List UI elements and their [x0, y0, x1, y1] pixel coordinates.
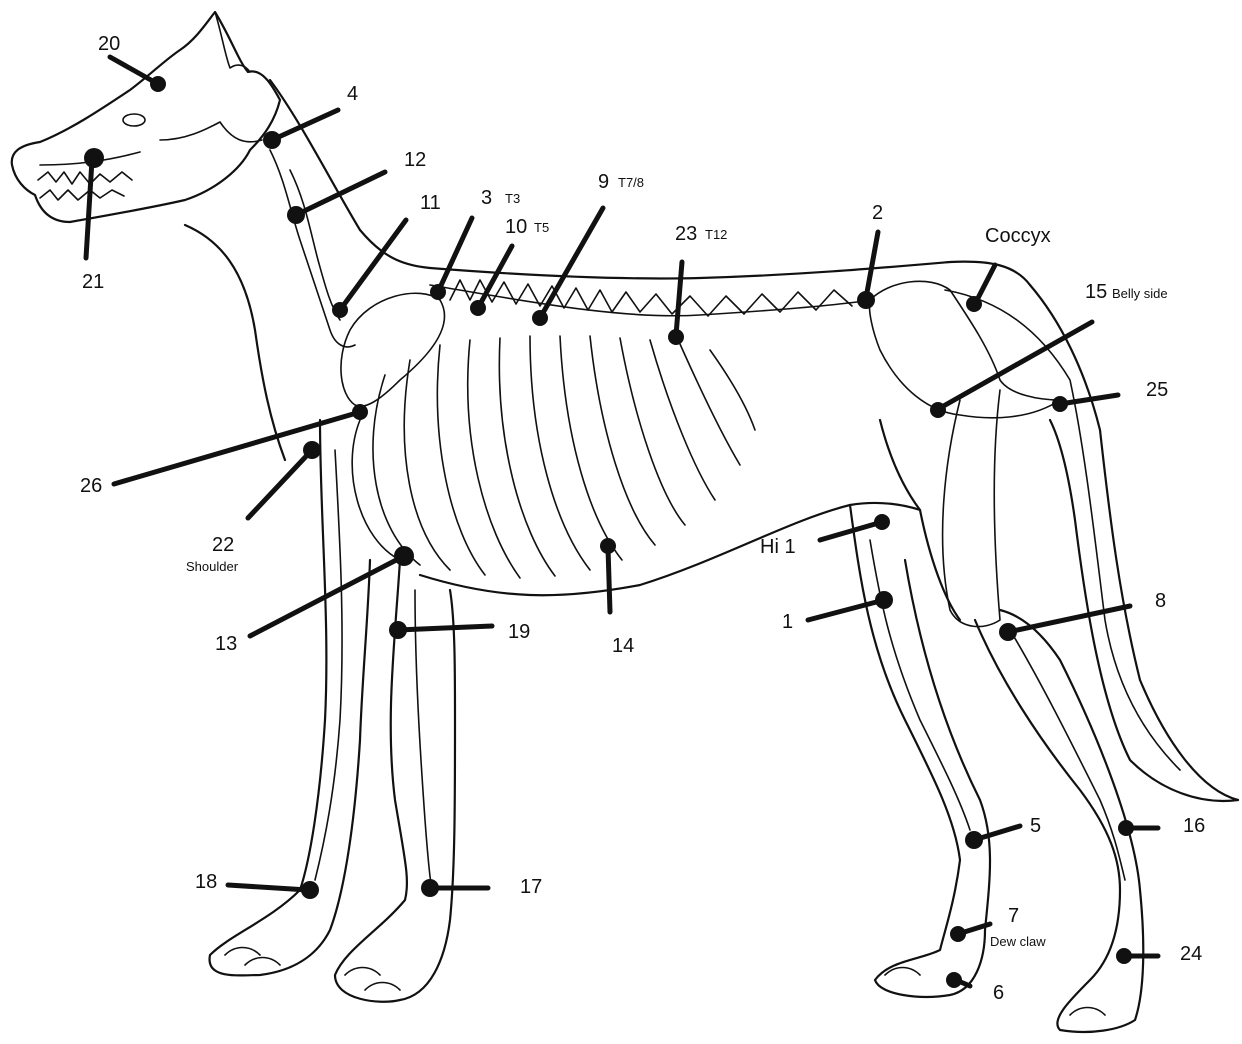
thigh [880, 420, 960, 620]
point-26-dot [352, 404, 368, 420]
pelvis [869, 281, 1060, 417]
point-coccyx-dot [966, 296, 982, 312]
point-8-label: 8 [1155, 590, 1166, 612]
point-24-dot [1116, 948, 1132, 964]
point-22-sublabel: Shoulder [186, 559, 239, 574]
scapula [341, 293, 445, 406]
point-9-dot [532, 310, 548, 326]
point-hi1-label: Hi 1 [760, 536, 796, 558]
point-25-label: 25 [1146, 379, 1168, 401]
point-21-label: 21 [82, 271, 104, 293]
acupoint-markers: 20 4 21 12 11 3 T3 10 T5 9 T7/8 [80, 33, 1205, 1004]
paw-toes-2 [345, 968, 400, 991]
skull-ridge [160, 122, 262, 142]
point-16-label: 16 [1183, 815, 1205, 837]
teeth-lower [40, 190, 124, 200]
point-4-dot [263, 131, 281, 149]
point-4-label: 4 [347, 83, 358, 105]
point-10-label: 10 [505, 216, 527, 238]
point-15-sublabel: Belly side [1112, 286, 1168, 301]
front-leg-near [210, 420, 370, 975]
point-17-dot [421, 879, 439, 897]
rib-cage [352, 336, 755, 578]
point-23-dot [668, 329, 684, 345]
point-7-sublabel: Dew claw [990, 934, 1046, 949]
point-hi1-dot [874, 514, 890, 530]
femur [943, 390, 1000, 627]
tail-bottom [1050, 420, 1238, 801]
point-12-label: 12 [404, 149, 426, 171]
point-2-label: 2 [872, 202, 883, 224]
point-7-dot [950, 926, 966, 942]
point-6-dot [946, 972, 962, 988]
point-1-label: 1 [782, 611, 793, 633]
point-1-dot [875, 591, 893, 609]
front-leg-far-bone [415, 590, 432, 890]
head-outline [12, 12, 280, 222]
hind-leg-near [850, 505, 990, 997]
point-15-dot [930, 402, 946, 418]
point-7-label: 7 [1008, 905, 1019, 927]
point-22-label: 22 [212, 534, 234, 556]
point-10-sublabel: T5 [534, 220, 549, 235]
teeth-upper [38, 172, 132, 184]
point-16-dot [1118, 820, 1134, 836]
point-6-label: 6 [993, 982, 1004, 1004]
point-3-sublabel: T3 [505, 191, 520, 206]
point-20-label: 20 [98, 33, 120, 55]
point-17-label: 17 [520, 876, 542, 898]
point-21-dot [84, 148, 104, 168]
point-26-label: 26 [80, 475, 102, 497]
point-15-label: 15 [1085, 281, 1107, 303]
point-9-sublabel: T7/8 [618, 175, 644, 190]
point-9-label: 9 [598, 171, 609, 193]
point-22-dot [303, 441, 321, 459]
point-11-label: 11 [420, 192, 441, 214]
eye-socket [123, 114, 145, 126]
skeleton [270, 150, 1060, 627]
point-13-label: 13 [215, 633, 237, 655]
point-5-label: 5 [1030, 815, 1041, 837]
point-3-label: 3 [481, 187, 492, 209]
point-8-dot [999, 623, 1017, 641]
hind-leg-far-bone [1010, 630, 1125, 880]
back-line [430, 262, 1030, 285]
point-18-dot [301, 881, 319, 899]
point-12-dot [287, 206, 305, 224]
point-23-label: 23 [675, 223, 697, 245]
cervical-spine-inner [290, 170, 340, 320]
point-coccyx-label: Coccyx [985, 225, 1051, 247]
point-24-label: 24 [1180, 943, 1202, 965]
point-14-dot [600, 538, 616, 554]
point-2-dot [857, 291, 875, 309]
tail-vertebrae [945, 290, 1180, 770]
hind-leg-near-bone [870, 540, 970, 830]
point-3-dot [430, 284, 446, 300]
belly-line [420, 503, 920, 595]
paw-toes-4 [1070, 1008, 1105, 1016]
neck-front [185, 225, 285, 460]
point-18-label: 18 [195, 871, 217, 893]
point-13-dot [394, 546, 414, 566]
point-14-label: 14 [612, 635, 634, 657]
point-11-dot [332, 302, 348, 318]
point-5-dot [965, 831, 983, 849]
point-23-sublabel: T12 [705, 227, 727, 242]
point-25-dot [1052, 396, 1068, 412]
neck-back [270, 80, 430, 268]
point-10-dot [470, 300, 486, 316]
point-20-dot [150, 76, 166, 92]
paw-toes-1 [225, 948, 280, 966]
point-19-dot [389, 621, 407, 639]
point-19-label: 19 [508, 621, 530, 643]
front-leg-near-bone [315, 450, 342, 880]
